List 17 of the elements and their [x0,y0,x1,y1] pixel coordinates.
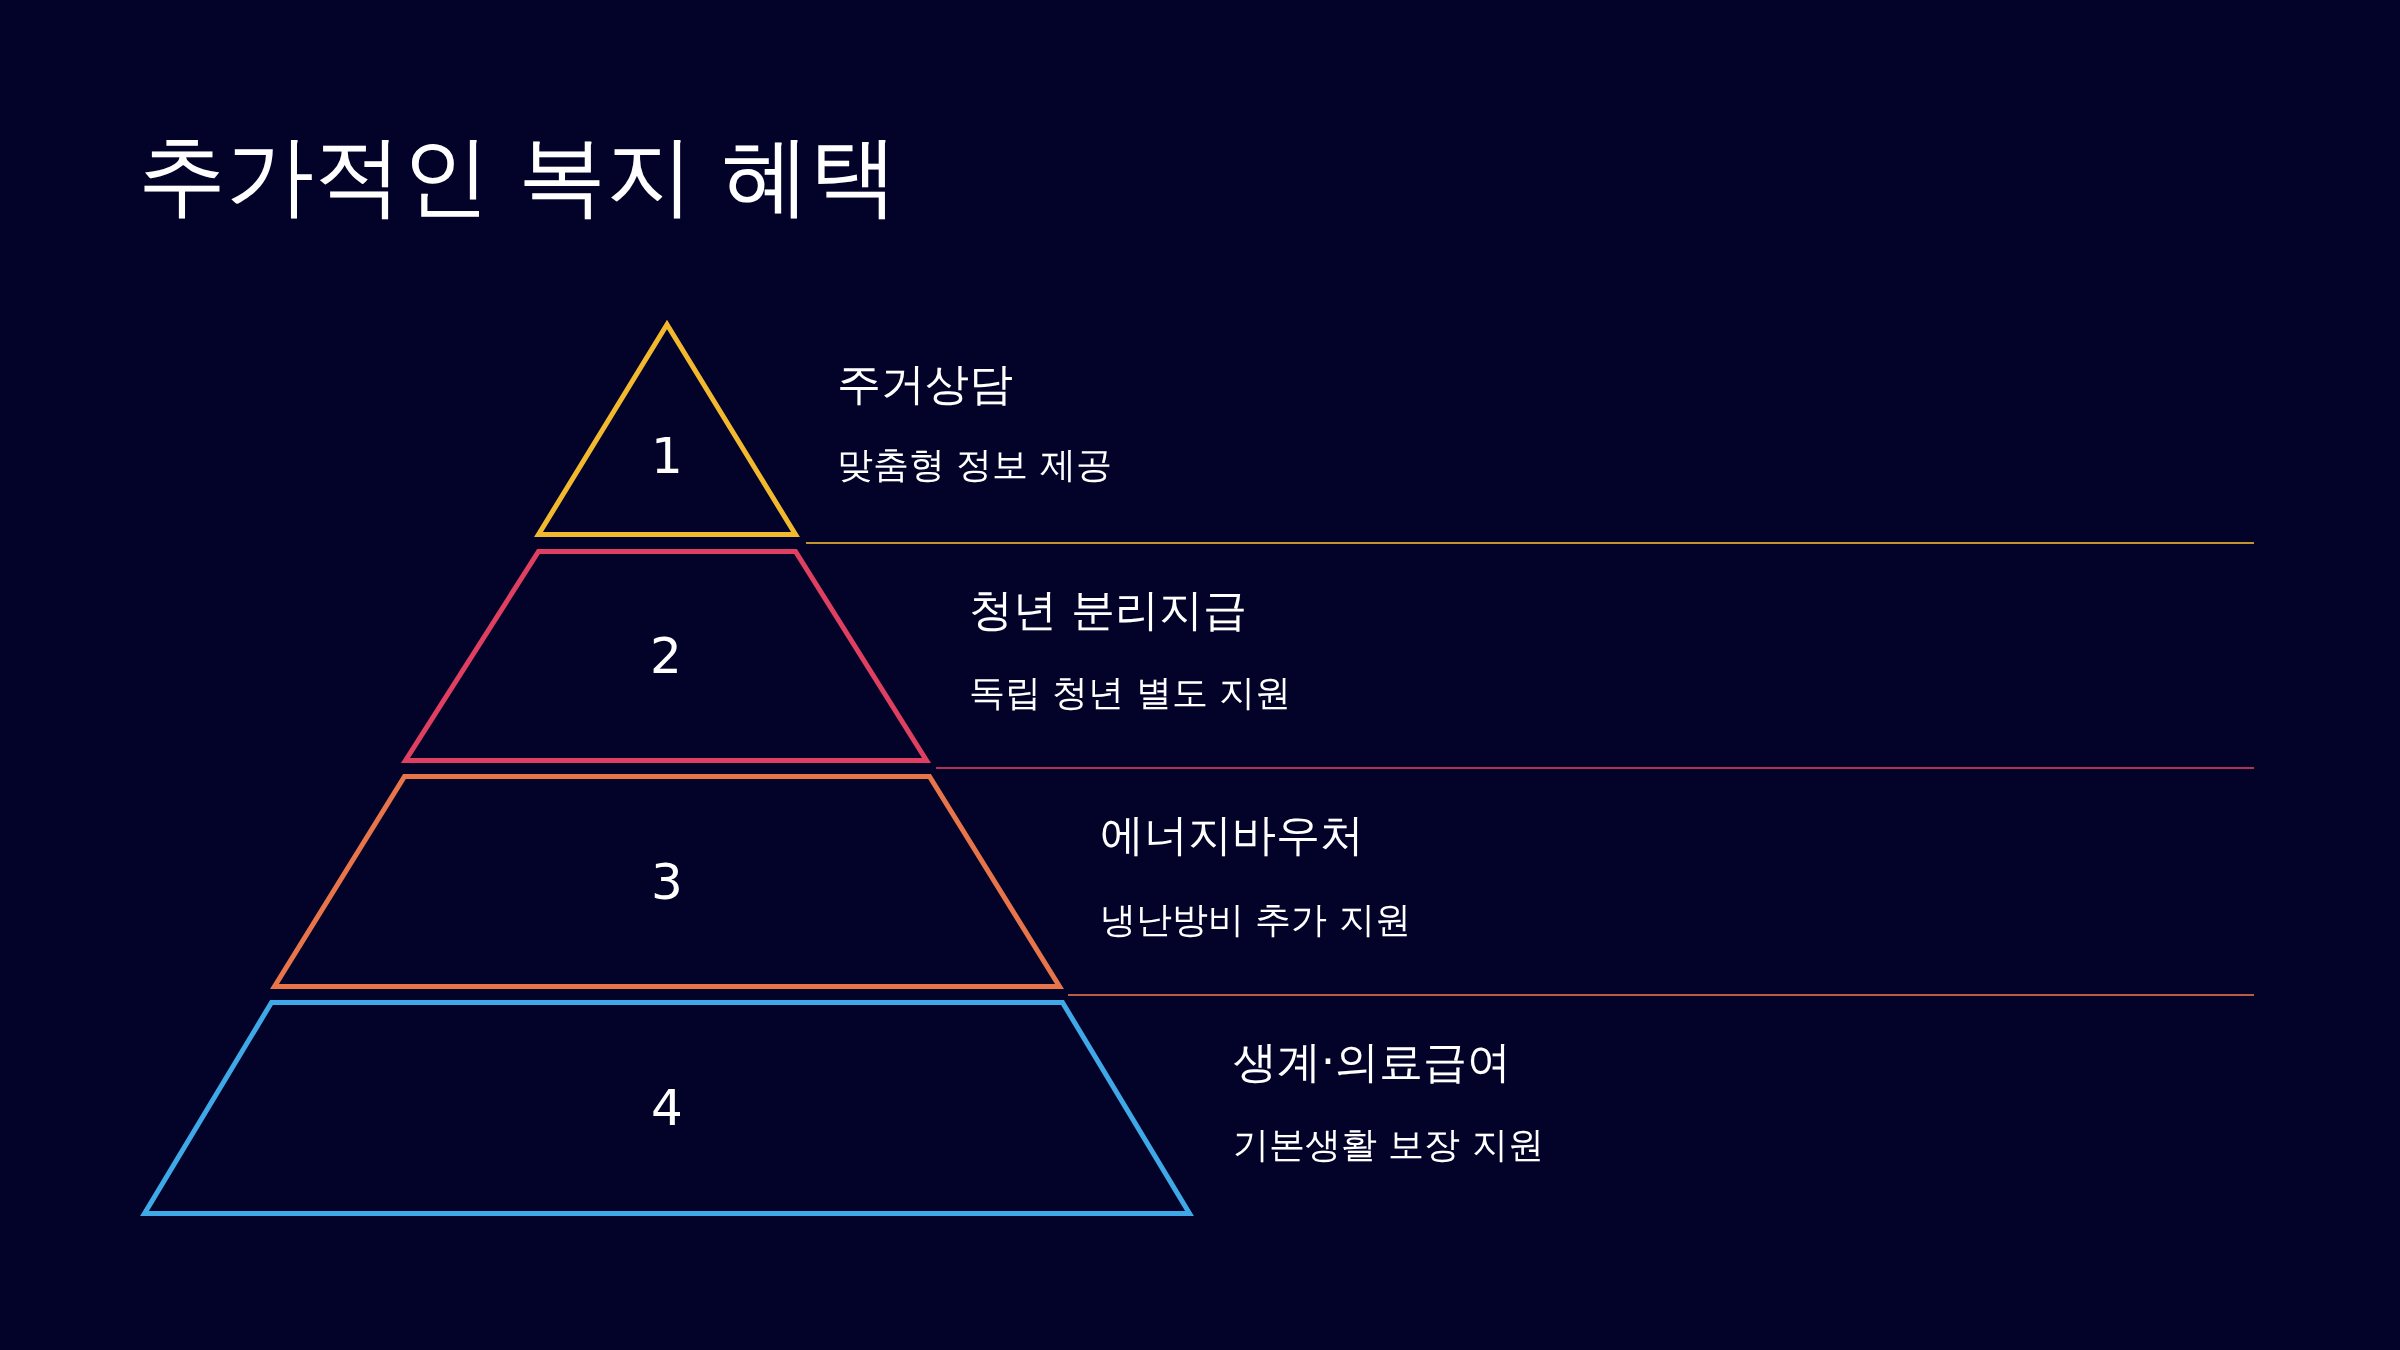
level-number: 3 [651,856,683,907]
level-description: 맞춤형 정보 제공 [837,444,1112,486]
level-description: 독립 청년 별도 지원 [969,672,1292,714]
level-description: 냉난방비 추가 지원 [1100,899,1411,941]
level-number: 2 [650,631,682,681]
level-number: 4 [651,1083,683,1133]
level-heading: 청년 분리지급 [969,584,1247,636]
level-description: 기본생활 보장 지원 [1233,1124,1544,1166]
pyramid-level-trapezoid [271,773,1063,990]
pyramid-level-trapezoid [402,548,930,764]
pyramid-level-trapezoid [141,999,1193,1217]
level-heading: 생계·의료급여 [1233,1036,1511,1088]
slide-title: 추가적인 복지 혜택 [138,125,898,227]
pyramid-top-triangle [535,321,799,538]
level-number: 1 [651,430,683,481]
level-heading: 주거상담 [837,358,1013,410]
level-heading: 에너지바우처 [1100,809,1364,861]
